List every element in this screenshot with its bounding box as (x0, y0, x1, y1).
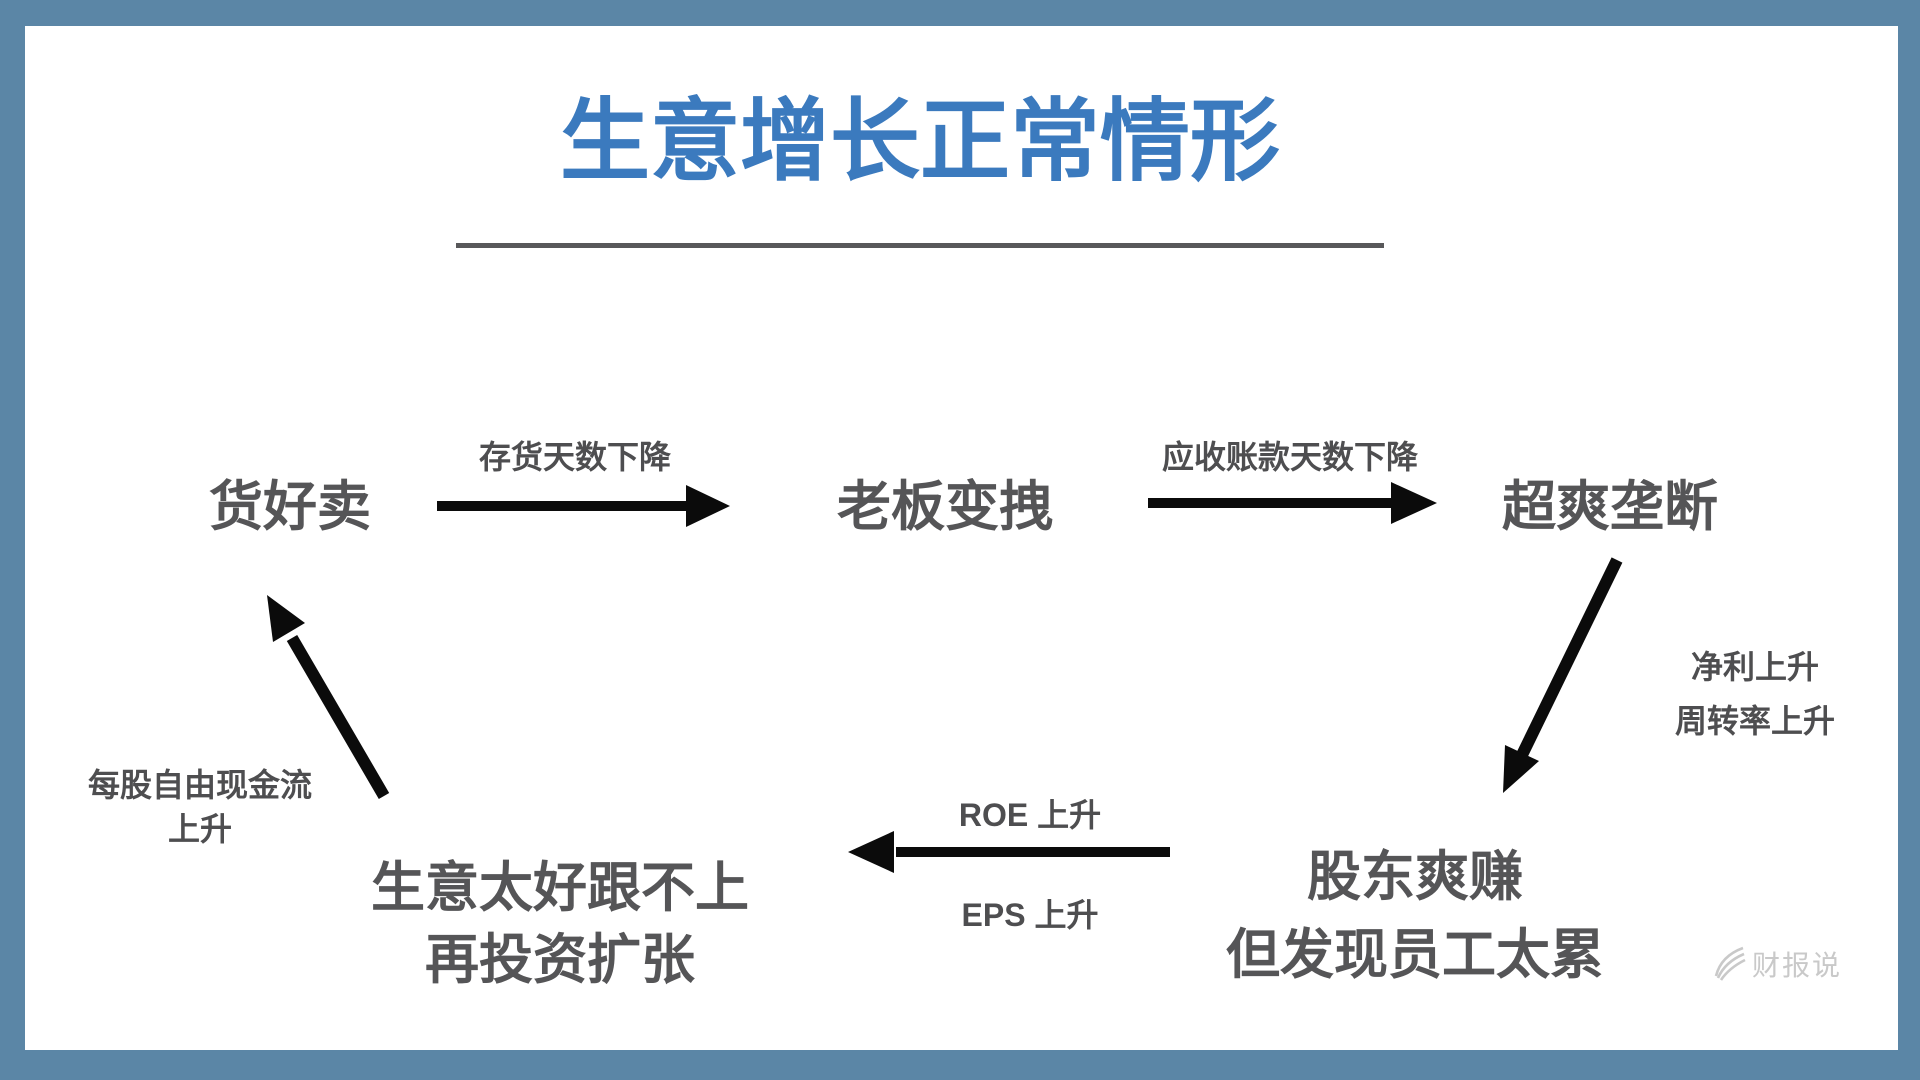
node-shareholders-happy-line2: 但发现员工太累 (1226, 925, 1604, 985)
node-boss-gets-cocky: 老板变拽 (837, 477, 1053, 537)
node-shareholders-happy: 股东爽赚 但发现员工太累 (1180, 838, 1650, 994)
slide-canvas (25, 26, 1898, 1050)
label-roe-up: ROE 上升 (958, 797, 1102, 833)
title-underline (456, 243, 1384, 248)
label-net-profit-up: 净利上升 (1690, 649, 1819, 685)
label-fcf-line2: 上升 (167, 811, 232, 847)
label-profit-turnover: 净利上升 周转率上升 (1640, 640, 1870, 748)
node-shareholders-happy-line1: 股东爽赚 (1307, 847, 1523, 907)
label-fcf-up: 每股自由现金流 上升 (60, 763, 340, 851)
brand-logo: 财报说 (1712, 944, 1842, 984)
page-title: 生意增长正常情形 (560, 92, 1280, 192)
brand-logo-text: 财报说 (1752, 950, 1843, 981)
node-business-too-good-line1: 生意太好跟不上 (371, 858, 749, 918)
label-turnover-up: 周转率上升 (1674, 703, 1835, 739)
node-business-too-good: 生意太好跟不上 再投资扩张 (330, 852, 790, 996)
node-goods-sell-well: 货好卖 (209, 477, 371, 537)
label-fcf-line1: 每股自由现金流 (87, 767, 312, 803)
label-receivable-days: 应收账款天数下降 (1161, 439, 1418, 475)
swoosh-icon (1714, 946, 1746, 981)
node-super-monopoly: 超爽垄断 (1502, 477, 1718, 537)
label-eps-up: EPS 上升 (961, 897, 1099, 933)
label-inventory-days: 存货天数下降 (478, 439, 671, 475)
node-business-too-good-line2: 再投资扩张 (425, 930, 695, 990)
